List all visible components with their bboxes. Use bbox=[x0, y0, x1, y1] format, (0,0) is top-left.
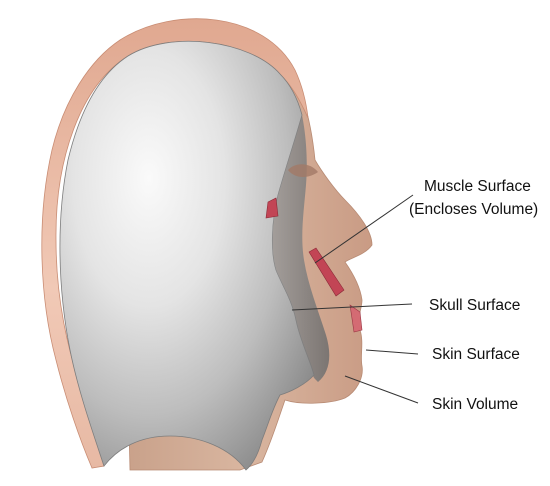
label-skin-volume: Skin Volume bbox=[432, 396, 518, 413]
leader-line-skin-surface bbox=[366, 350, 418, 354]
leader-line-skin-volume bbox=[345, 376, 418, 403]
label-muscle-surface-line1: Muscle Surface bbox=[424, 178, 531, 195]
label-skin-surface: Skin Surface bbox=[432, 346, 520, 363]
label-skull-surface: Skull Surface bbox=[429, 297, 520, 314]
label-muscle-surface-line2: (Encloses Volume) bbox=[409, 201, 538, 218]
